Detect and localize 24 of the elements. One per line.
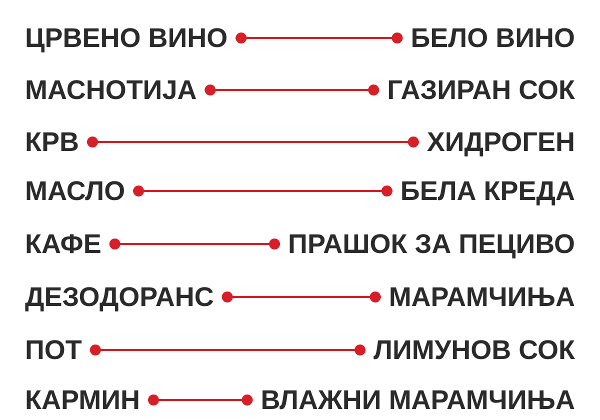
stain-label: ВЛАЖНИ МАРАМЧИЊА	[252, 384, 575, 416]
stain-label: ДЕЗОДОРАНС	[25, 281, 222, 313]
dot-ended-connector	[133, 186, 392, 196]
dot-ended-connector	[90, 344, 366, 356]
stain-label: ГАЗИРАН СОК	[379, 74, 575, 106]
dot-ended-connector	[148, 394, 253, 406]
stain-label: ХИДРОГЕН	[418, 126, 575, 158]
stain-label: МАРАМЧИЊА	[380, 281, 575, 313]
stain-label: КАРМИН	[25, 384, 148, 416]
stain-label: КРВ	[25, 126, 87, 158]
stain-label: ЛИМУНОВ СОК	[366, 334, 575, 366]
stain-label: БЕЛО ВИНО	[402, 22, 575, 54]
stain-label: МАСЛО	[25, 175, 134, 207]
stain-label: КАФЕ	[25, 228, 110, 260]
dot-ended-connector	[109, 238, 280, 250]
stain-label: БЕЛА КРЕДА	[392, 175, 575, 207]
dot-ended-connector	[87, 136, 419, 148]
dot-ended-connector	[222, 292, 381, 302]
dot-ended-connector	[236, 32, 403, 44]
stain-label: ЦРВЕНО ВИНО	[25, 22, 236, 54]
dot-ended-connector	[204, 84, 380, 96]
stain-label: ПРАШОК ЗА ПЕЦИВО	[280, 228, 575, 260]
stain-label: МАСНОТИЈА	[25, 74, 205, 106]
stain-label: ПОТ	[25, 334, 90, 366]
